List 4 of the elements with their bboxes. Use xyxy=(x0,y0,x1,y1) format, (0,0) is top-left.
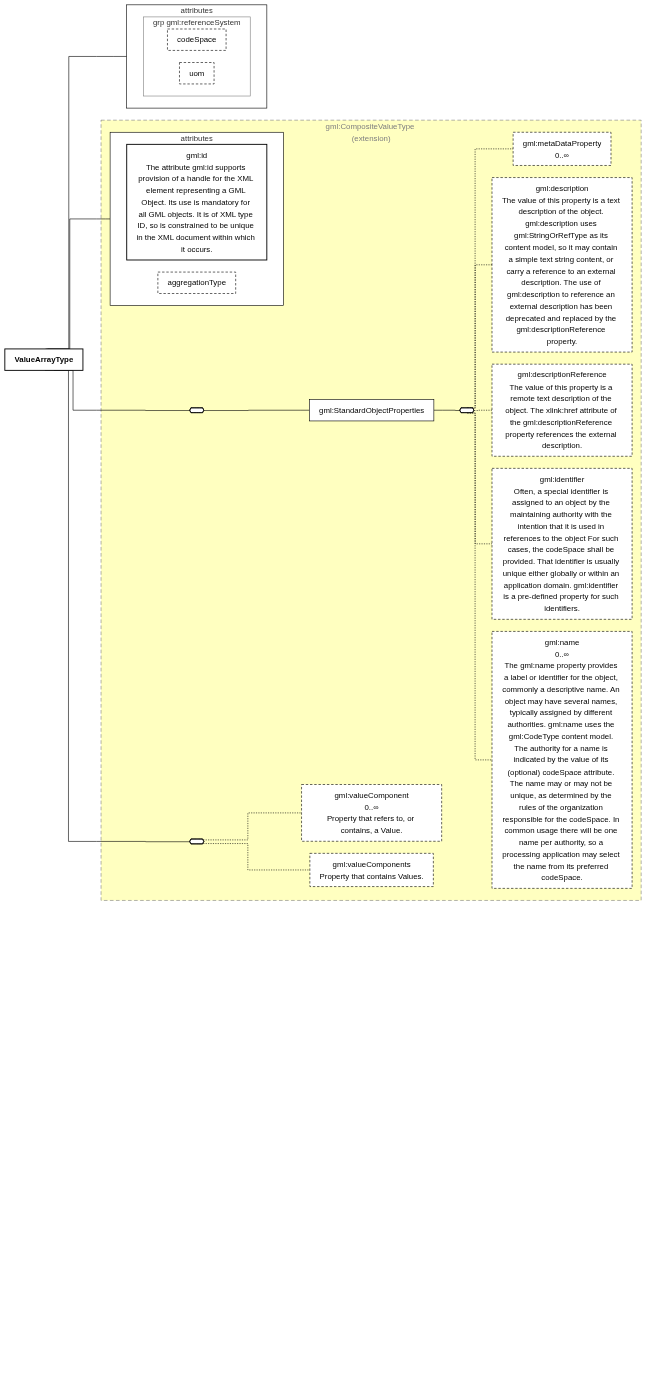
connector xyxy=(473,409,493,411)
connector xyxy=(202,812,302,841)
connector xyxy=(466,412,493,761)
connector xyxy=(203,409,310,411)
